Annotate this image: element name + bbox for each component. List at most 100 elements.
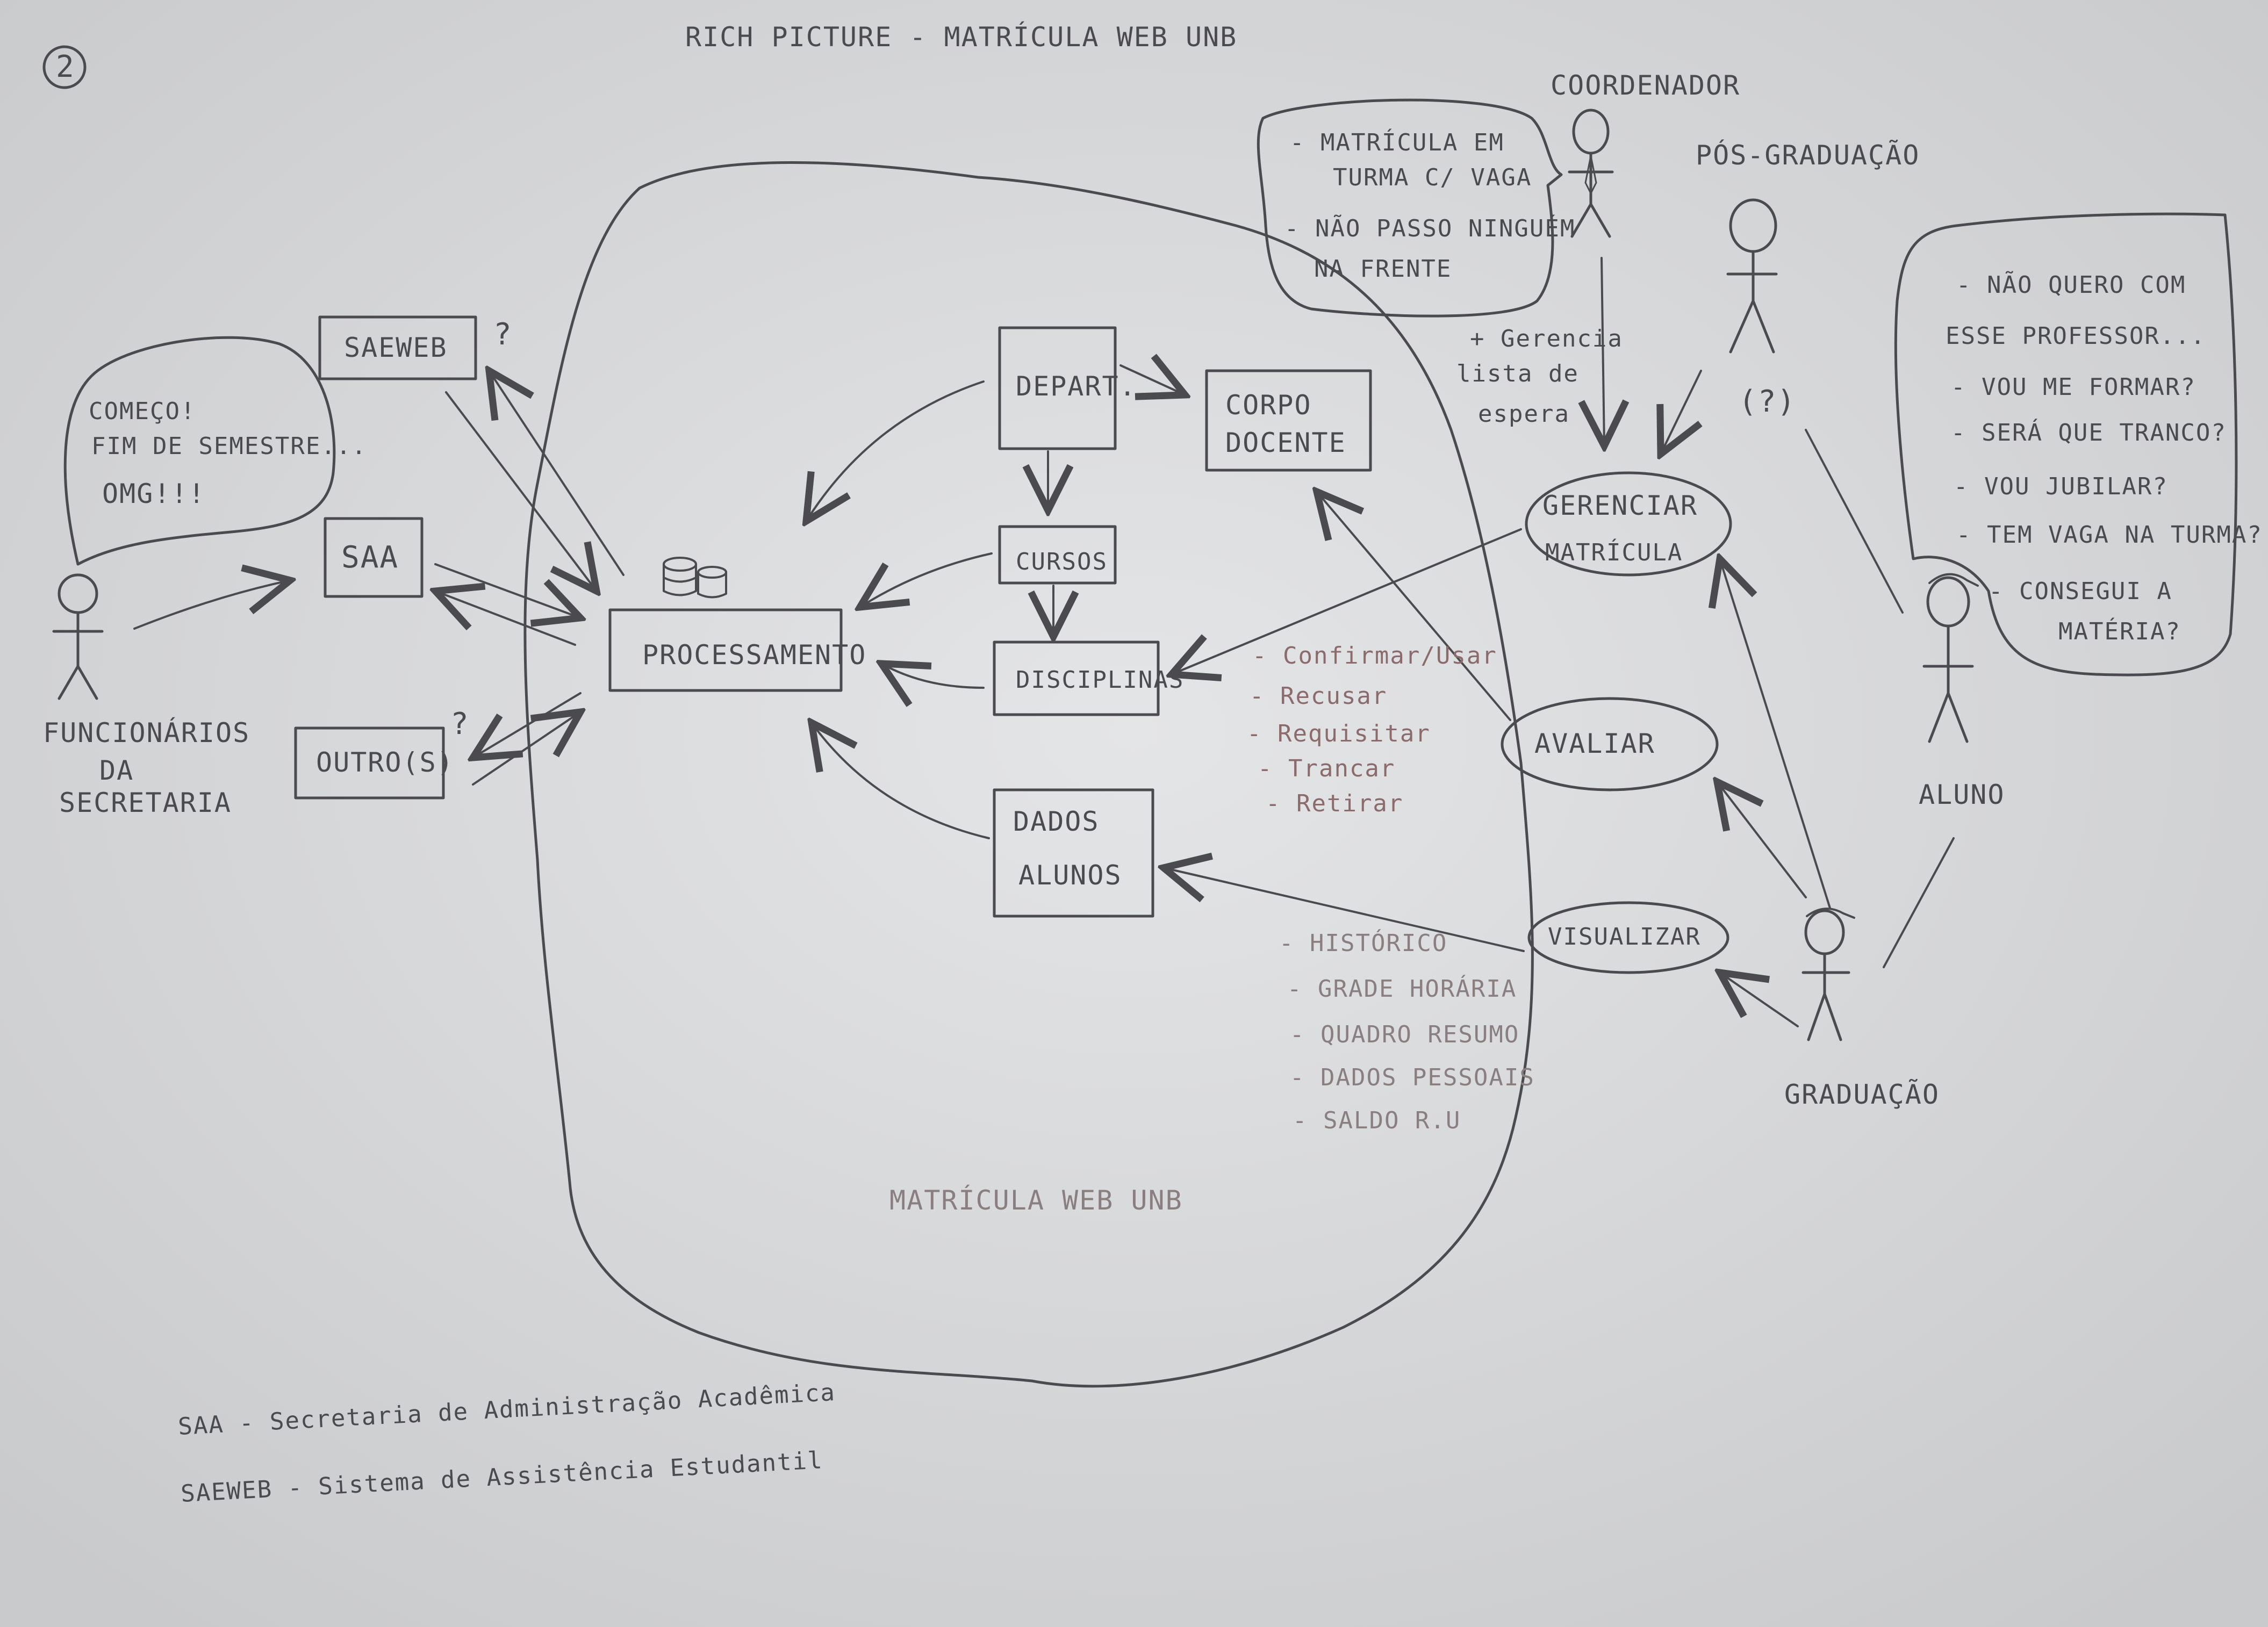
aluno-bubble-line-7: - CONSEGUI A [1989,578,2172,605]
aluno-bubble-line-5: - VOU JUBILAR? [1954,473,2168,500]
depart-box [998,326,1117,450]
aluno-bubble-line-4: - SERÁ QUE TRANCO? [1951,419,2227,447]
processamento-label: PROCESSAMENTO [642,639,867,671]
saeweb-question-mark: ? [493,317,513,352]
outros-question-mark: ? [450,707,470,741]
funcionarios-label-2: DA [99,755,134,786]
funcionarios-stick-figure [52,573,104,700]
system-cloud [523,161,1534,1388]
pos-graduacao-question: (?) [1739,384,1797,419]
outros-label: OUTRO(S) [316,747,454,778]
aluno-stick-figure [1922,573,1979,743]
arrow-outros-processamento [472,712,580,786]
visualizar-note-line-3: - QUADRO RESUMO [1290,1021,1520,1048]
secretaria-bubble-line-3: OMG!!! [102,478,206,509]
arrow-pos-gerenciar [1661,370,1701,454]
dados-alunos-label-1: DADOS [1013,806,1100,837]
saeweb-label: SAEWEB [344,332,448,363]
coordenador-note-line-3: espera [1478,400,1570,428]
coordenador-label: COORDENADOR [1551,70,1741,101]
arrow-coordenador-gerenciar [1602,257,1604,446]
arrow-depart-processamento [806,380,985,521]
disciplinas-label: DISCIPLINAS [1016,666,1185,694]
disciplinas-note-line-3: - Requisitar [1247,720,1431,747]
coordenador-note-line-1: + Gerencia [1470,325,1623,352]
corpo-docente-label-2: DOCENTE [1225,427,1346,458]
aluno-speech-bubble [1894,212,2238,676]
gerenciar-label-2: MATRÍCULA [1545,539,1683,566]
gerenciar-label-1: GERENCIAR [1542,490,1698,521]
arrow-graduacao-gerenciar [1720,559,1831,909]
aluno-bubble-line-8: MATÉRIA? [2058,618,2181,645]
corpo-docente-label-1: CORPO [1225,390,1312,421]
saeweb-box [318,315,477,380]
coordenador-bubble-line-3: - NÃO PASSO NINGUÉM [1284,215,1576,242]
page-title: RICH PICTURE - MATRÍCULA WEB UNB [685,21,1238,53]
aluno-bubble-line-2: ESSE PROFESSOR... [1946,322,2206,350]
saa-box [324,517,424,598]
secretaria-speech-bubble [63,336,336,566]
visualizar-note-line-4: - DADOS PESSOAIS [1290,1064,1535,1091]
funcionarios-label-3: SECRETARIA [59,787,232,818]
secretaria-bubble-line-2: FIM DE SEMESTRE... [91,433,367,460]
arrow-funcionarios-saa [133,580,290,630]
database-icon [663,557,727,599]
arrow-processamento-outros [473,692,582,758]
disciplinas-note-line-2: - Recusar [1250,682,1388,710]
secretaria-bubble-line-1: COMEÇO! [89,398,196,425]
aluno-bubble-line-6: - TEM VAGA NA TURMA? [1956,521,2263,549]
processamento-box [608,608,843,692]
visualizar-label: VISUALIZAR [1548,923,1701,951]
cursos-box [998,525,1117,585]
coordenador-bubble-line-1: - MATRÍCULA EM [1290,129,1504,156]
saa-label: SAA [341,540,399,575]
arrow-graduacao-visualizar [1720,973,1799,1027]
arrow-dados-alunos-processamento [812,723,990,839]
outros-box [294,726,445,800]
visualizar-note-line-1: - HISTÓRICO [1279,930,1448,957]
cursos-label: CURSOS [1016,548,1108,575]
cloud-label: MATRÍCULA WEB UNB [889,1185,1183,1216]
arrow-saeweb-processamento [445,391,597,591]
depart-label: DEPART. [1016,371,1137,402]
coordenador-bubble-line-4: NA FRENTE [1314,255,1452,283]
coordenador-stick-figure [1568,109,1614,238]
line-aluno-graduacao [1883,837,1955,968]
aluno-bubble-line-3: - VOU ME FORMAR? [1951,373,2196,401]
gerenciar-ellipse [1525,471,1732,577]
arrow-avaliar-corpo-docente [1317,492,1511,721]
page-number-circle [42,45,87,89]
arrow-disciplinas-processamento [881,664,985,688]
visualizar-note-line-5: - SALDO R.U [1293,1107,1461,1134]
dados-alunos-box [993,788,1154,918]
arrow-graduacao-avaliar [1717,782,1807,898]
visualizar-note-line-2: - GRADE HORÁRIA [1287,975,1517,1003]
pos-graduacao-label: PÓS-GRADUAÇÃO [1696,140,1920,171]
arrow-cursos-processamento [860,552,993,607]
arrow-gerenciar-disciplinas [1172,528,1522,674]
disciplinas-note-line-4: - Trancar [1258,755,1396,782]
arrow-depart-corpo-docente [1119,365,1185,395]
page-number: 2 [56,49,75,84]
coordenador-note-line-2: lista de [1456,360,1579,387]
arrow-processamento-saa [435,591,576,646]
arrow-saa-processamento [434,563,580,618]
corpo-docente-box [1205,369,1372,472]
graduacao-stick-figure [1802,908,1855,1041]
coordenador-bubble-line-2: TURMA C/ VAGA [1333,164,1532,191]
funcionarios-label-1: FUNCIONÁRIOS [43,717,250,748]
arrow-processamento-saeweb [489,371,625,576]
line-aluno-gerenciar [1805,429,1904,614]
avaliar-ellipse [1501,697,1719,791]
visualizar-ellipse [1527,901,1729,974]
aluno-label: ALUNO [1919,779,2005,810]
pos-graduacao-stick-figure [1726,198,1778,354]
graduacao-label: GRADUAÇÃO [1784,1079,1940,1110]
arrow-visualizar-dados-alunos [1164,868,1525,952]
coordenador-speech-bubble [1257,98,1563,318]
aluno-bubble-line-1: - NÃO QUERO COM [1956,271,2186,299]
avaliar-label: AVALIAR [1534,728,1655,759]
disciplinas-note-line-1: - Confirmar/Usar [1252,642,1497,669]
dados-alunos-label-2: ALUNOS [1018,860,1122,891]
